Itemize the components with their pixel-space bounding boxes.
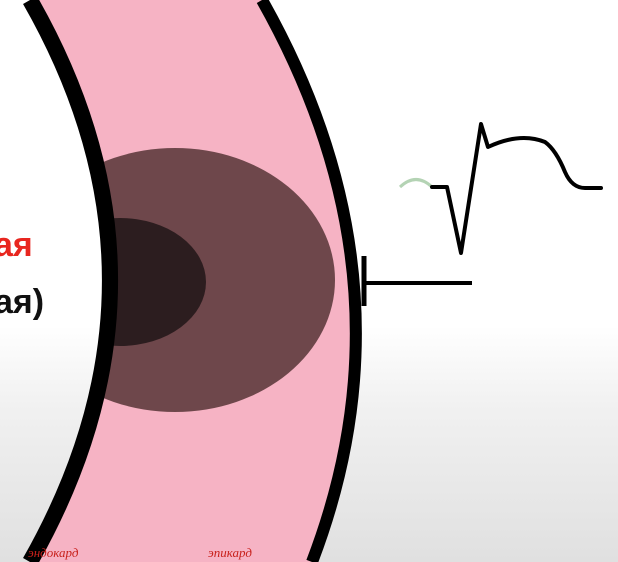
- title-fragment-red: ая: [0, 226, 33, 264]
- ecg-st-elevation-trace: [430, 122, 603, 255]
- epicardium-line: [256, 0, 362, 562]
- epicardium-label: эпикард: [208, 545, 252, 560]
- endocardium-line: [23, 0, 118, 562]
- endocardium-label: эндокард: [28, 545, 79, 560]
- ischemia-zones: [30, 148, 335, 412]
- title-fragment-black: ая): [0, 283, 45, 321]
- ecg-p-wave: [398, 178, 434, 189]
- necrosis-zone: [34, 218, 206, 346]
- electrode-icon: [361, 256, 472, 306]
